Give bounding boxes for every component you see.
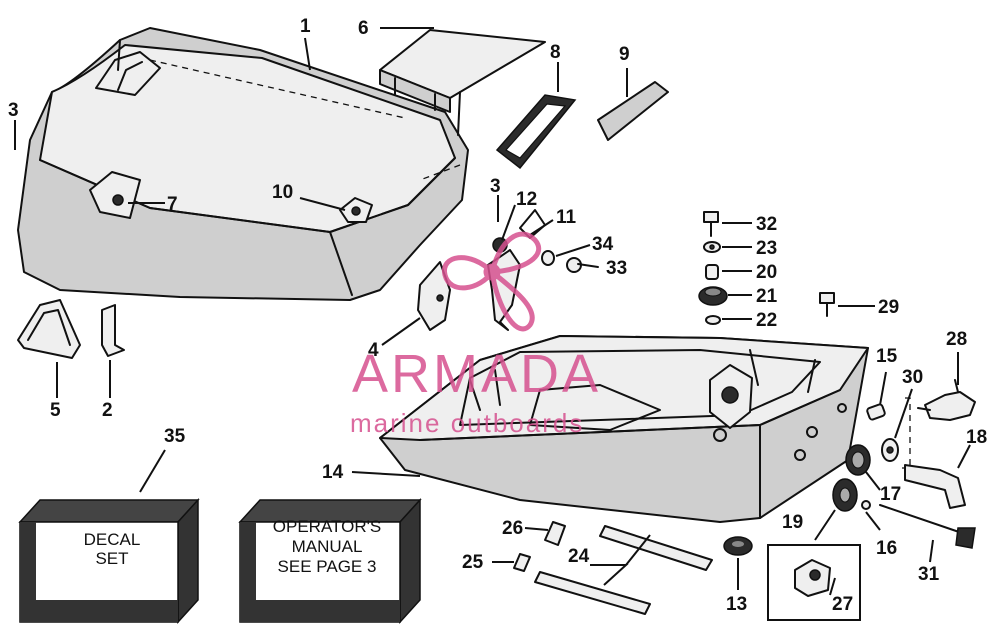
air-silencer-cover (379, 29, 546, 136)
callout-28: 28 (946, 329, 967, 350)
operators-manual-box: OPERATOR'S MANUAL SEE PAGE 3 (238, 498, 422, 624)
callout-10: 10 (272, 182, 293, 203)
callout-numbers: 1 2 3 3 4 5 6 7 8 9 10 11 12 13 14 15 16… (8, 16, 987, 615)
seal-gasket (495, 94, 577, 170)
callout-19: 19 (782, 512, 803, 533)
callout-21: 21 (756, 286, 778, 307)
manual-box-line1: OPERATOR'S (273, 517, 381, 536)
callout-20: 20 (756, 262, 777, 283)
callout-31: 31 (918, 564, 940, 585)
watermark-tagline: marine outboards (350, 408, 584, 438)
callout-5: 5 (50, 400, 61, 421)
callout-12: 12 (516, 189, 537, 210)
callout-9: 9 (619, 44, 630, 65)
callout-18: 18 (966, 427, 987, 448)
screw-33-34 (541, 250, 599, 273)
armada-watermark: ARMADA marine outboards (350, 231, 601, 438)
callout-22: 22 (756, 310, 777, 331)
callout-24: 24 (568, 546, 590, 567)
inset-box-27 (767, 544, 861, 621)
upper-engine-cover (17, 27, 469, 301)
callout-26: 26 (502, 518, 523, 539)
callout-2: 2 (102, 400, 113, 421)
watermark-brand: ARMADA (352, 344, 601, 404)
callout-8: 8 (550, 42, 561, 63)
decal-box-line2: SET (95, 549, 128, 568)
callout-13: 13 (726, 594, 747, 615)
callout-16: 16 (876, 538, 897, 559)
callout-15: 15 (876, 346, 898, 367)
callout-25: 25 (462, 552, 484, 573)
callout-23: 23 (756, 238, 777, 259)
manual-box-line2: MANUAL (292, 537, 363, 556)
decal-box-line1: DECAL (84, 530, 141, 549)
callout-4: 4 (368, 340, 379, 361)
callout-3a: 3 (8, 100, 19, 121)
callout-14: 14 (322, 462, 344, 483)
callout-34: 34 (592, 234, 614, 255)
decal-strip (597, 81, 669, 141)
right-hardware (698, 211, 976, 556)
manual-box-line3: SEE PAGE 3 (278, 557, 377, 576)
callout-29: 29 (878, 297, 899, 318)
callout-17: 17 (880, 484, 901, 505)
callout-27: 27 (832, 594, 853, 615)
callout-35: 35 (164, 426, 186, 447)
clip-2 (101, 304, 125, 357)
callout-11: 11 (556, 207, 577, 228)
leader-lines (14, 27, 971, 596)
decal-set-box: DECAL SET (18, 498, 200, 624)
seal-strips (513, 521, 713, 615)
callout-33: 33 (606, 258, 627, 279)
callout-6: 6 (358, 18, 369, 39)
callout-3b: 3 (490, 176, 501, 197)
callout-1: 1 (300, 16, 311, 37)
callout-7: 7 (167, 194, 178, 215)
lower-motor-cover (379, 335, 869, 523)
propeller-logo-icon (442, 231, 542, 332)
clip-5 (17, 299, 81, 359)
callout-32: 32 (756, 214, 777, 235)
callout-30: 30 (902, 367, 923, 388)
